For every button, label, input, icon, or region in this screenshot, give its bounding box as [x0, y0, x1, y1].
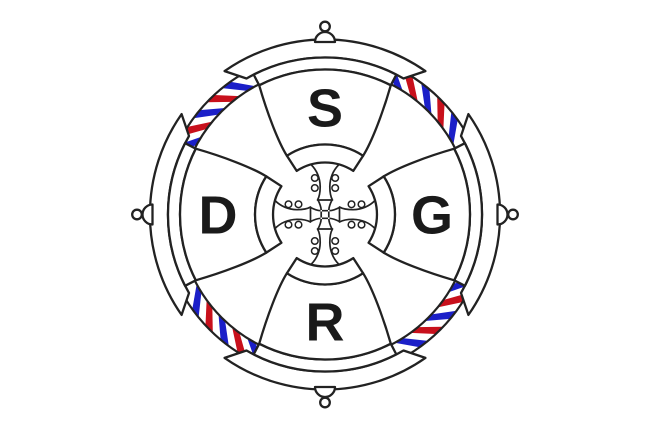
blue-stripe: [448, 111, 458, 145]
bell-letter-east: G: [411, 186, 453, 246]
red-stripe: [232, 327, 247, 358]
red-stripe: [437, 96, 445, 130]
blue-stripe: [424, 310, 457, 321]
red-stripe: [437, 293, 468, 308]
blue-stripe: [192, 284, 202, 318]
blue-stripe: [218, 314, 229, 347]
blue-stripe: [421, 82, 432, 115]
red-stripe: [206, 94, 240, 103]
blue-stripe: [222, 81, 256, 91]
red-stripe: [205, 299, 213, 333]
bell-letter-west: D: [199, 186, 238, 246]
blue-stripe: [193, 108, 226, 119]
blue-stripe: [394, 338, 428, 348]
red-stripe: [403, 71, 418, 102]
red-stripe: [182, 121, 213, 136]
bell-letter-south: R: [306, 293, 345, 353]
bell-letter-north: S: [307, 79, 343, 139]
red-stripe: [410, 326, 444, 335]
